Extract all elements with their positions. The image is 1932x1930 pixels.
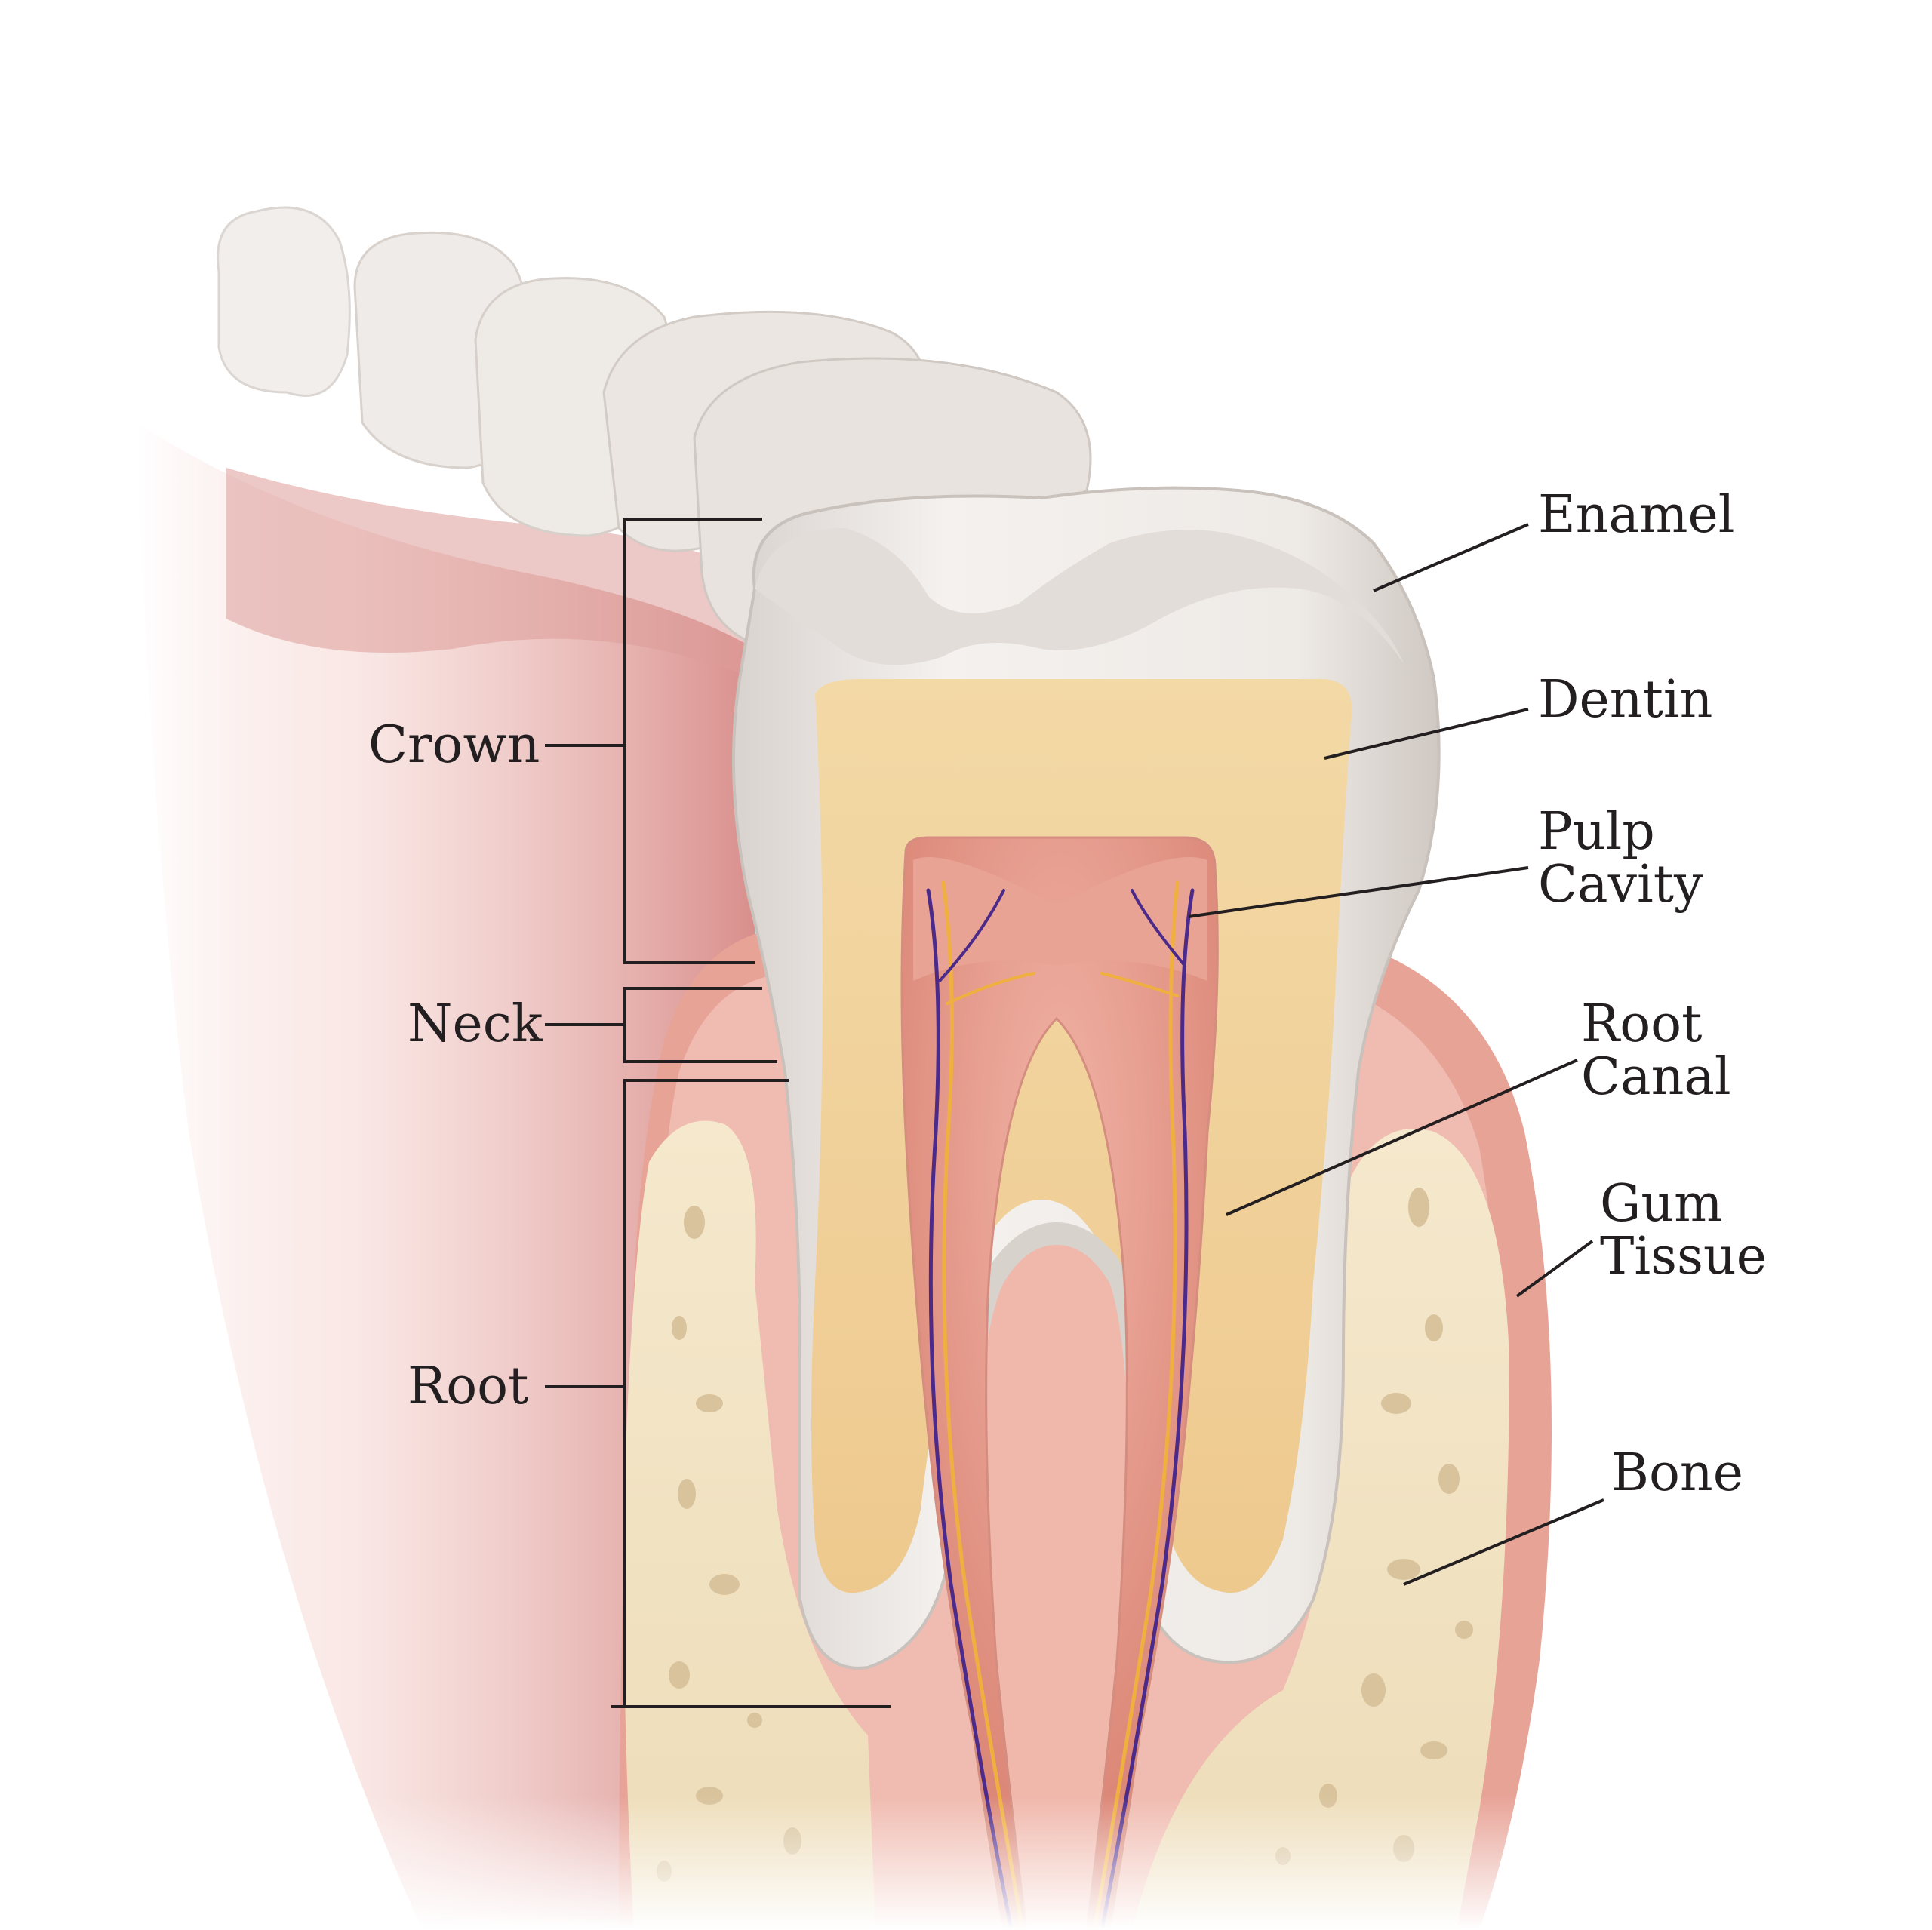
crown-label: Crown [368, 715, 540, 775]
root-canal-leader [1226, 1059, 1578, 1216]
enamel-cusps [755, 528, 1404, 665]
pulp-cavity-label-line1: Pulp [1538, 802, 1655, 862]
gum-tissue-label-line1: Gum [1600, 1174, 1723, 1234]
bone-label: Bone [1611, 1443, 1743, 1503]
bone-leader [1403, 1498, 1604, 1586]
neck-label: Neck [408, 994, 543, 1054]
root-canal-label-line2: Canal [1581, 1047, 1731, 1107]
nerve-left-branch-2 [946, 972, 1035, 1005]
bone-left [623, 1120, 875, 1930]
nerve-left-yellow [941, 880, 1025, 1930]
gum-tissue-label-line2: Tissue [1600, 1227, 1767, 1286]
dentin-label: Dentin [1538, 670, 1712, 730]
root-gap-gum [974, 1245, 1132, 1930]
bone-right [1132, 1129, 1509, 1930]
background-gum-edge [226, 468, 755, 679]
root-bracket [545, 1079, 891, 1708]
pulp-cavity-label-line2: Cavity [1538, 855, 1703, 914]
enamel-label: Enamel [1538, 485, 1734, 545]
enamel-leader [1373, 523, 1529, 592]
nerve-left-purple [926, 888, 1014, 1930]
neck-bracket [545, 987, 777, 1063]
background-tooth-1 [217, 206, 351, 397]
nerve-right-purple [1100, 888, 1195, 1930]
pulp-cavity-leader [1188, 866, 1529, 918]
background-gum [136, 423, 755, 1930]
nerve-right-branch-2 [1100, 972, 1179, 997]
gum-tissue-leader [1515, 1240, 1594, 1298]
nerve-left-branch-1 [938, 889, 1005, 982]
nerve-right-branch-1 [1131, 889, 1186, 967]
dentin-leader [1324, 708, 1529, 760]
bone-pores [657, 1188, 1473, 1882]
nerve-right-yellow [1092, 880, 1180, 1930]
root-label: Root [408, 1357, 528, 1416]
pulp-chamber-roof [913, 857, 1208, 981]
root-canal-label-line1: Root [1581, 994, 1702, 1054]
nerves-and-vessels [926, 880, 1195, 1930]
bottom-fade [0, 1796, 1932, 1930]
crown-bracket [545, 518, 762, 964]
